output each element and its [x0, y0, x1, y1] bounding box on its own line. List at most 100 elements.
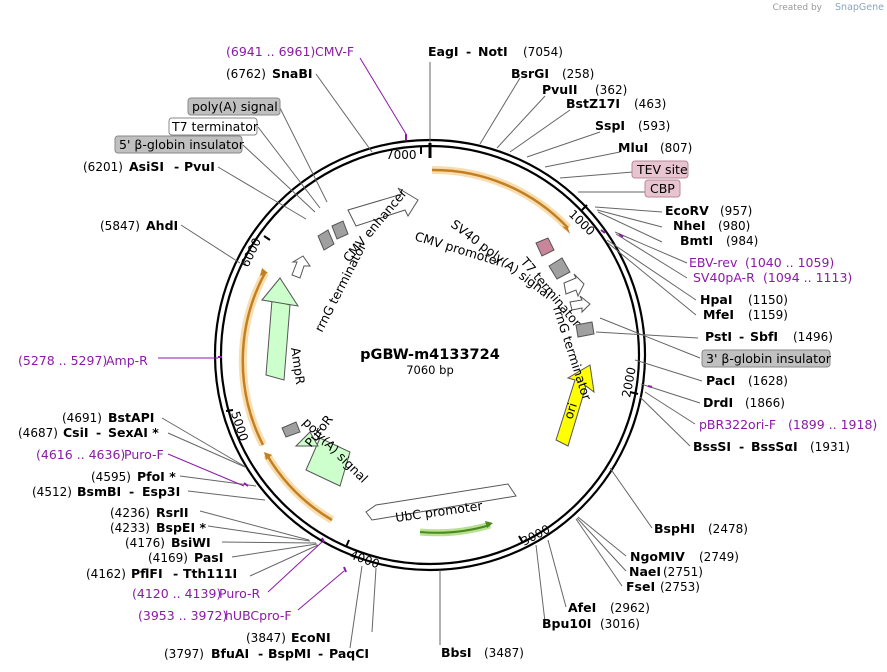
paci-pos: (1628)	[748, 374, 788, 388]
globin3-label: 3' β-globin insulator	[706, 351, 832, 366]
esp3i-label: Esp3I	[142, 484, 180, 499]
purof-label: Puro-F	[124, 447, 164, 462]
snabi-pos: (6762)	[226, 67, 266, 81]
cbp-label: CBP	[650, 181, 675, 196]
bmti-pos: (984)	[726, 234, 758, 248]
hpai-pos: (1150)	[748, 293, 788, 307]
ubc-arc-head	[485, 521, 493, 528]
bsrgi-pos: (258)	[562, 67, 594, 81]
tick-label-3000: 3000	[519, 522, 553, 549]
pfoi-label: PfoI *	[137, 469, 176, 484]
bpu10i-label: Bpu10I	[542, 616, 591, 631]
tick-label-2000: 2000	[619, 366, 639, 399]
noti-label: NotI	[478, 44, 508, 59]
ebvrev-range: (1040 .. 1059)	[745, 255, 834, 270]
econi-pos: (3847)	[246, 631, 286, 645]
drdi-pos: (1866)	[745, 396, 785, 410]
ampr-primer-range: (5278 .. 5297)	[18, 353, 107, 368]
globin5-label: 5' β-globin insulator	[119, 137, 245, 152]
afei-pos: (2962)	[610, 601, 650, 615]
tick-2000	[629, 391, 639, 395]
dash-sep: -	[466, 44, 471, 59]
puror-primer-label: Puro-R	[219, 586, 260, 601]
bmti-label: BmtI	[680, 233, 713, 248]
eagi-pos: (7054)	[523, 45, 563, 59]
cbp-box	[644, 179, 681, 198]
inner-features	[261, 187, 595, 521]
bpu10i-pos: (3016)	[600, 617, 640, 631]
bfuai-pos: (3797)	[164, 647, 204, 661]
orf-arc-lower-left-head	[264, 452, 272, 460]
pbr322-mark	[647, 385, 653, 388]
bspei-pos: (4233)	[110, 521, 150, 535]
ampr-arrow	[265, 299, 291, 381]
ecorv-label: EcoRV	[665, 203, 709, 218]
tick-6000	[263, 235, 271, 241]
ngomiv-label: NgoMIV	[630, 549, 685, 564]
bsrgi-label: BsrGI	[511, 66, 549, 81]
t7-terminator-box-label: T7 terminator	[171, 119, 259, 134]
rsrii-label: RsrII	[156, 505, 189, 520]
orf-arc-top-line	[431, 168, 569, 229]
polya-block	[281, 421, 301, 438]
sexai-label: SexAI *	[108, 425, 159, 440]
econi-label: EcoNI	[291, 630, 331, 645]
purof-range: (4616 .. 4636)	[36, 447, 125, 462]
ebvrev-mark	[600, 229, 606, 234]
rrng-arrow-left	[291, 255, 311, 279]
bstz17i-label: BstZ17I	[566, 96, 620, 111]
hubc-range: (3953 .. 3972)	[138, 608, 227, 623]
hubc-label: hUBCpro-F	[225, 608, 292, 623]
puror-primer-leader	[267, 541, 323, 593]
dash-sep: -	[318, 646, 323, 661]
puror-primer-mark	[321, 537, 325, 543]
t7-terminator-box	[168, 117, 258, 136]
sspi-label: SspI	[595, 118, 625, 133]
pvuii-pos: (362)	[595, 83, 627, 97]
created-by-credit: Created by	[772, 3, 822, 13]
hubc-mark	[343, 566, 347, 573]
polya-box-label: poly(A) signal	[192, 99, 278, 114]
ori-label: ori	[561, 401, 580, 421]
bsphi-pos: (2478)	[708, 522, 748, 536]
tick-4000	[345, 539, 350, 548]
rrng-arrow-right-2	[569, 295, 591, 314]
hubc-leader	[297, 570, 345, 611]
drdi-label: DrdI	[703, 395, 733, 410]
snapgene-brand: SnapGene	[835, 2, 884, 13]
tev-site-box	[631, 160, 689, 179]
snabi-label: SnaBI	[272, 66, 313, 81]
paci-label: PacI	[706, 373, 735, 388]
tick-3000	[518, 535, 524, 544]
bsssi-pos: (1931)	[810, 440, 850, 454]
cmvf-label: CMV-F	[315, 44, 354, 59]
orf-arc-top-head	[562, 226, 570, 234]
tev-site-label: TEV site	[636, 162, 688, 177]
pasi-label: PasI	[194, 550, 223, 565]
purof-mark	[243, 482, 249, 487]
dash-sep: -	[129, 484, 134, 499]
bsiwi-label: BsiWI	[171, 535, 211, 550]
ori-arrow	[555, 364, 595, 447]
leader-lines	[161, 62, 703, 649]
mlui-pos: (807)	[660, 141, 692, 155]
sbfi-label: SbfI	[750, 329, 778, 344]
sv40par-mark	[618, 233, 624, 238]
mfei-label: MfeI	[703, 307, 734, 322]
fsei-pos: (2753)	[660, 580, 700, 594]
bbsi-pos: (3487)	[484, 646, 524, 660]
dash-sep: -	[173, 566, 178, 581]
pvui-label: PvuI	[184, 159, 215, 174]
ubc-promoter-arrow	[365, 483, 517, 521]
cmvf-leader	[359, 57, 407, 135]
bspei-label: BspEI *	[156, 520, 206, 535]
dash-sep: -	[739, 439, 744, 454]
dash-sep: -	[258, 646, 263, 661]
mlui-label: MluI	[618, 140, 648, 155]
mfei-pos: (1159)	[748, 308, 788, 322]
bstapi-pos: (4691)	[62, 411, 102, 425]
ampr-primer-label: Amp-R	[106, 353, 148, 368]
psti-label: PstI	[705, 329, 732, 344]
globin3-block	[575, 321, 595, 338]
